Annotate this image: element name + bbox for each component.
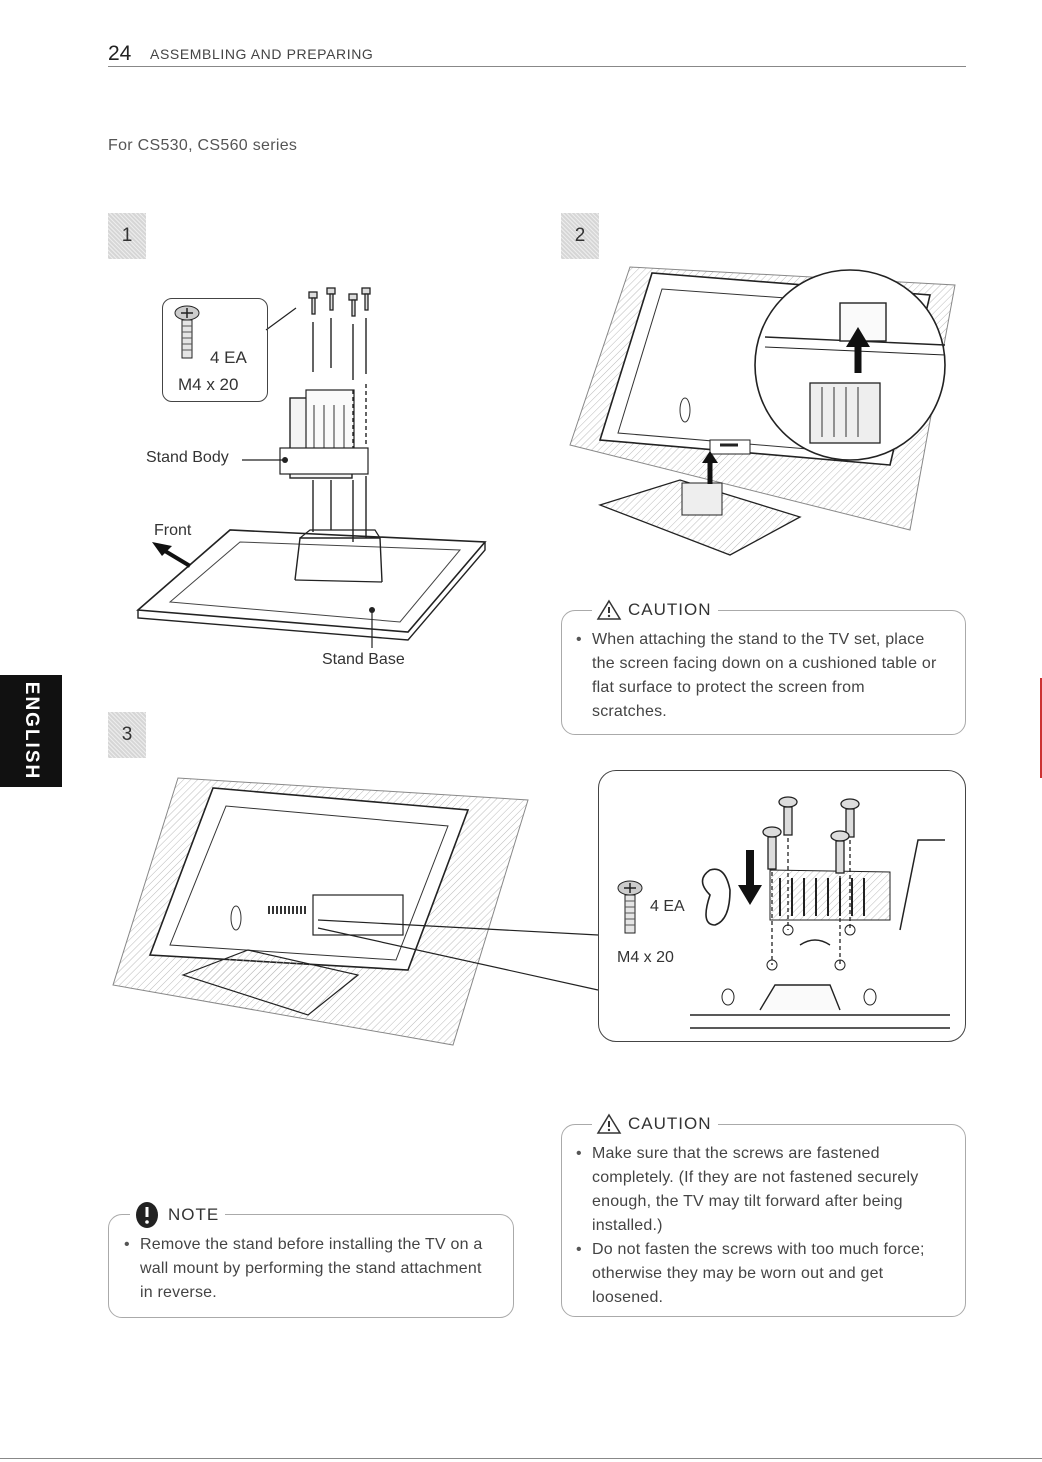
section-title: ASSEMBLING AND PREPARING: [150, 46, 374, 62]
detail-screw-size: M4 x 20: [617, 949, 674, 966]
caution-2-item-2: Do not fasten the screws with too much f…: [570, 1238, 940, 1310]
caution-2-header: CAUTION: [592, 1113, 718, 1135]
caution-box-2: [561, 1124, 966, 1317]
caution-1-list: When attaching the stand to the TV set, …: [570, 628, 940, 724]
language-tab-label: ENGLISH: [21, 681, 42, 781]
stand-assembly-illustration: [136, 287, 487, 648]
screw-fastening-illustration: [112, 777, 599, 1046]
warning-triangle-icon: [596, 599, 622, 620]
screw-icon: [174, 305, 200, 359]
bottom-divider: [0, 1458, 1042, 1459]
stand-body-label: Stand Body: [146, 449, 229, 466]
note-exclamation-icon: [136, 1202, 158, 1228]
caution-2-list: Make sure that the screws are fastened c…: [570, 1142, 940, 1310]
edge-mark: [1040, 678, 1042, 778]
step-3-badge: 3: [108, 712, 146, 758]
page-number: 24: [108, 42, 132, 65]
front-label: Front: [154, 522, 192, 539]
caution-box-1: [561, 610, 966, 735]
series-label: For CS530, CS560 series: [108, 137, 298, 154]
warning-triangle-icon: [596, 1113, 622, 1134]
caution-1-item: When attaching the stand to the TV set, …: [570, 628, 940, 724]
tv-attach-illustration: [569, 266, 956, 556]
note-box: [108, 1214, 514, 1318]
note-item: Remove the stand before installing the T…: [118, 1233, 488, 1305]
zoom-detail-illustration: [617, 796, 950, 1029]
screw-quantity: 4 EA: [210, 348, 247, 367]
step-2-badge: 2: [561, 213, 599, 259]
language-tab: ENGLISH: [0, 675, 62, 787]
caution-1-header: CAUTION: [592, 599, 718, 621]
header-divider: [108, 66, 966, 67]
note-header: NOTE: [130, 1201, 226, 1229]
detail-screw-quantity: 4 EA: [650, 898, 685, 915]
note-list: Remove the stand before installing the T…: [118, 1233, 488, 1305]
screw-size: M4 x 20: [178, 375, 239, 394]
caution-2-title: CAUTION: [628, 1114, 712, 1133]
caution-2-item-1: Make sure that the screws are fastened c…: [570, 1142, 940, 1238]
caution-1-title: CAUTION: [628, 600, 712, 619]
note-title: NOTE: [168, 1205, 220, 1224]
step-1-badge: 1: [108, 213, 146, 259]
stand-base-label: Stand Base: [322, 651, 405, 668]
screw-callout: [162, 298, 268, 402]
